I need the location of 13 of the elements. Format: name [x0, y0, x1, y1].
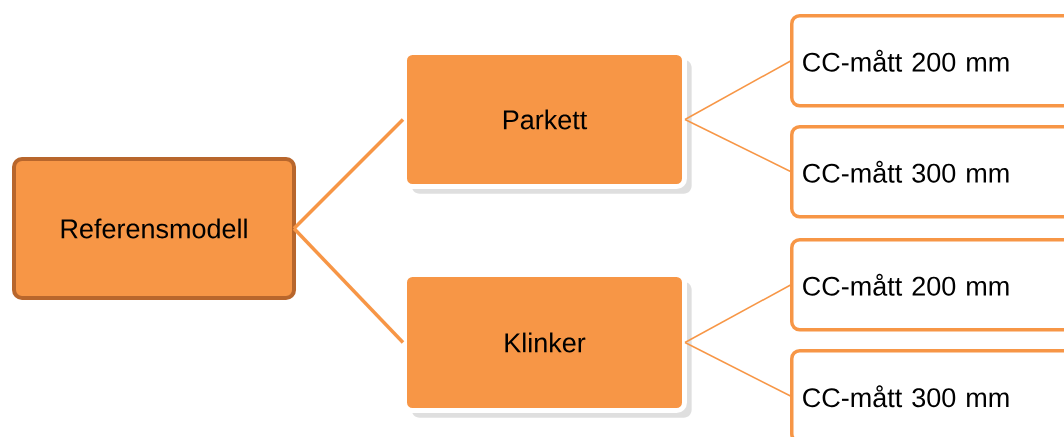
option-box: CC-mått 200 mm — [790, 14, 1064, 108]
category-box: Parkett — [402, 50, 692, 194]
option-box: CC-mått 300 mm — [790, 125, 1064, 219]
connector-line — [684, 60, 792, 121]
connector-line — [292, 227, 405, 344]
connector-line — [684, 118, 792, 173]
connector-line — [684, 341, 792, 397]
connector-line — [292, 118, 405, 230]
option-box: CC-mått 200 mm — [790, 238, 1064, 332]
root-box: Referensmodell — [12, 157, 296, 300]
option-box: CC-mått 300 mm — [790, 349, 1064, 437]
category-box: Klinker — [402, 272, 692, 418]
connector-line — [684, 284, 792, 344]
